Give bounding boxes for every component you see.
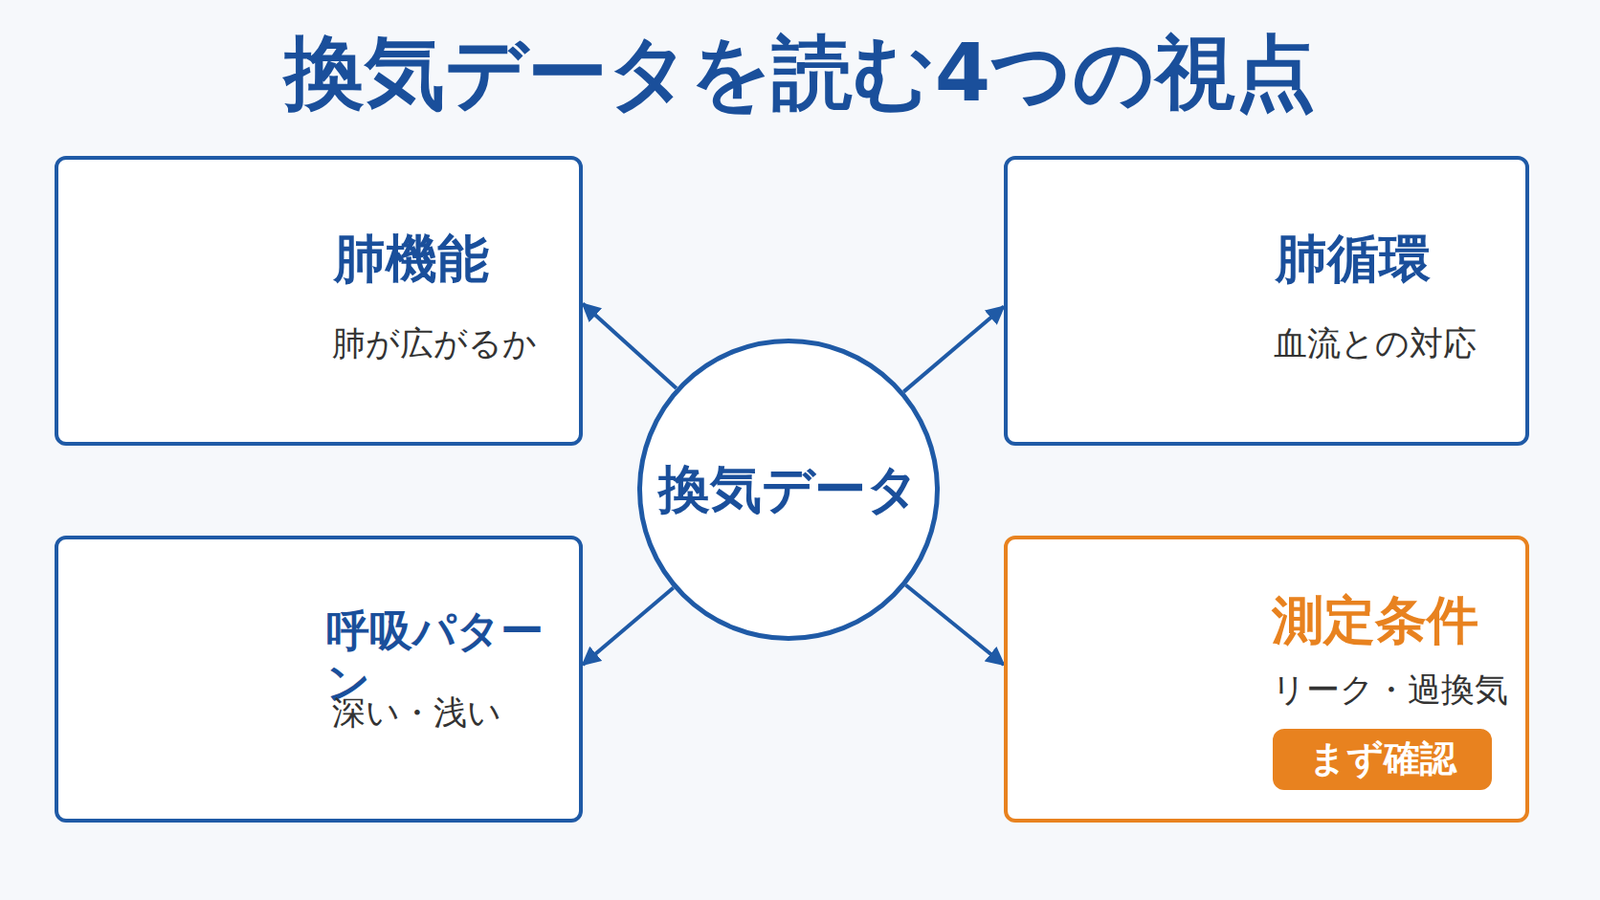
center-circle: 換気データ (637, 338, 940, 642)
node-subtext: 深い・浅い (332, 692, 579, 734)
connector-arrow (906, 585, 1004, 666)
connector-arrow (582, 587, 674, 666)
node-heading: 肺循環 (1275, 228, 1526, 291)
connector-arrow (582, 304, 677, 389)
diagram-title: 換気データを読む4つの視点 (0, 24, 1600, 122)
node-heading: 測定条件 (1271, 590, 1526, 653)
node-subtext: 肺が広がるか (332, 323, 579, 364)
node-heading: 肺機能 (333, 228, 579, 291)
info-box: 肺循環血流との対応 (1003, 155, 1530, 446)
node-subtext: リーク・過換気 (1271, 669, 1526, 711)
node-heading: 呼吸パターン (326, 605, 579, 710)
info-box: 肺機能肺が広がるか (54, 155, 583, 446)
info-box: 呼吸パターン深い・浅い (54, 535, 583, 823)
node-heading: 換気データ (658, 459, 919, 522)
node-subtext: 血流との対応 (1273, 323, 1526, 364)
node-heading: まず確認 (1309, 737, 1457, 782)
badge-pill: まず確認 (1272, 729, 1492, 791)
connector-arrow (903, 307, 1004, 393)
info-box-orange: 測定条件リーク・過換気まず確認 (1003, 535, 1530, 823)
